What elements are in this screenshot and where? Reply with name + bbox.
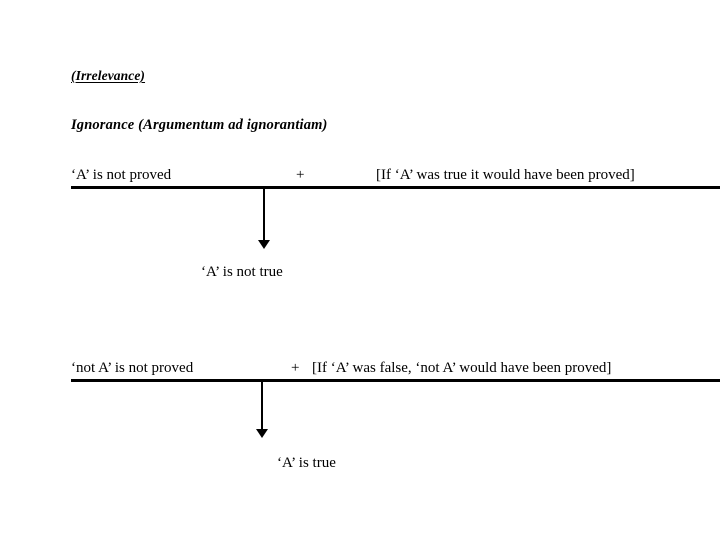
arrow-shaft <box>263 188 265 242</box>
argument-2-premise-left: ‘not A’ is not proved <box>71 360 194 376</box>
argument-2-premise-right: [If ‘A’ was false, ‘not A’ would have be… <box>312 360 612 376</box>
fallacy-heading-ignorance: Ignorance (Argumentum ad ignorantiam) <box>71 117 328 133</box>
arrow-head <box>256 429 268 438</box>
inference-rule-2 <box>71 379 720 382</box>
section-heading-irrelevance: (Irrelevance) <box>71 68 146 83</box>
argument-2-connector-plus: + <box>291 360 300 376</box>
down-arrow-icon-2 <box>255 381 269 439</box>
down-arrow-icon-1 <box>257 188 271 250</box>
argument-row-2: ‘not A’ is not proved + [If ‘A’ was fals… <box>0 358 720 380</box>
argument-1-premise-left: ‘A’ is not proved <box>71 167 172 183</box>
argument-row-1: ‘A’ is not proved + [If ‘A’ was true it … <box>0 165 720 187</box>
argument-1-connector-plus: + <box>296 167 305 183</box>
argument-2-conclusion: ‘A’ is true <box>277 455 336 471</box>
arrow-head <box>258 240 270 249</box>
argument-1-conclusion: ‘A’ is not true <box>201 264 283 280</box>
arrow-shaft <box>261 381 263 431</box>
inference-rule-1 <box>71 186 720 189</box>
argument-1-premise-right: [If ‘A’ was true it would have been prov… <box>376 167 635 183</box>
